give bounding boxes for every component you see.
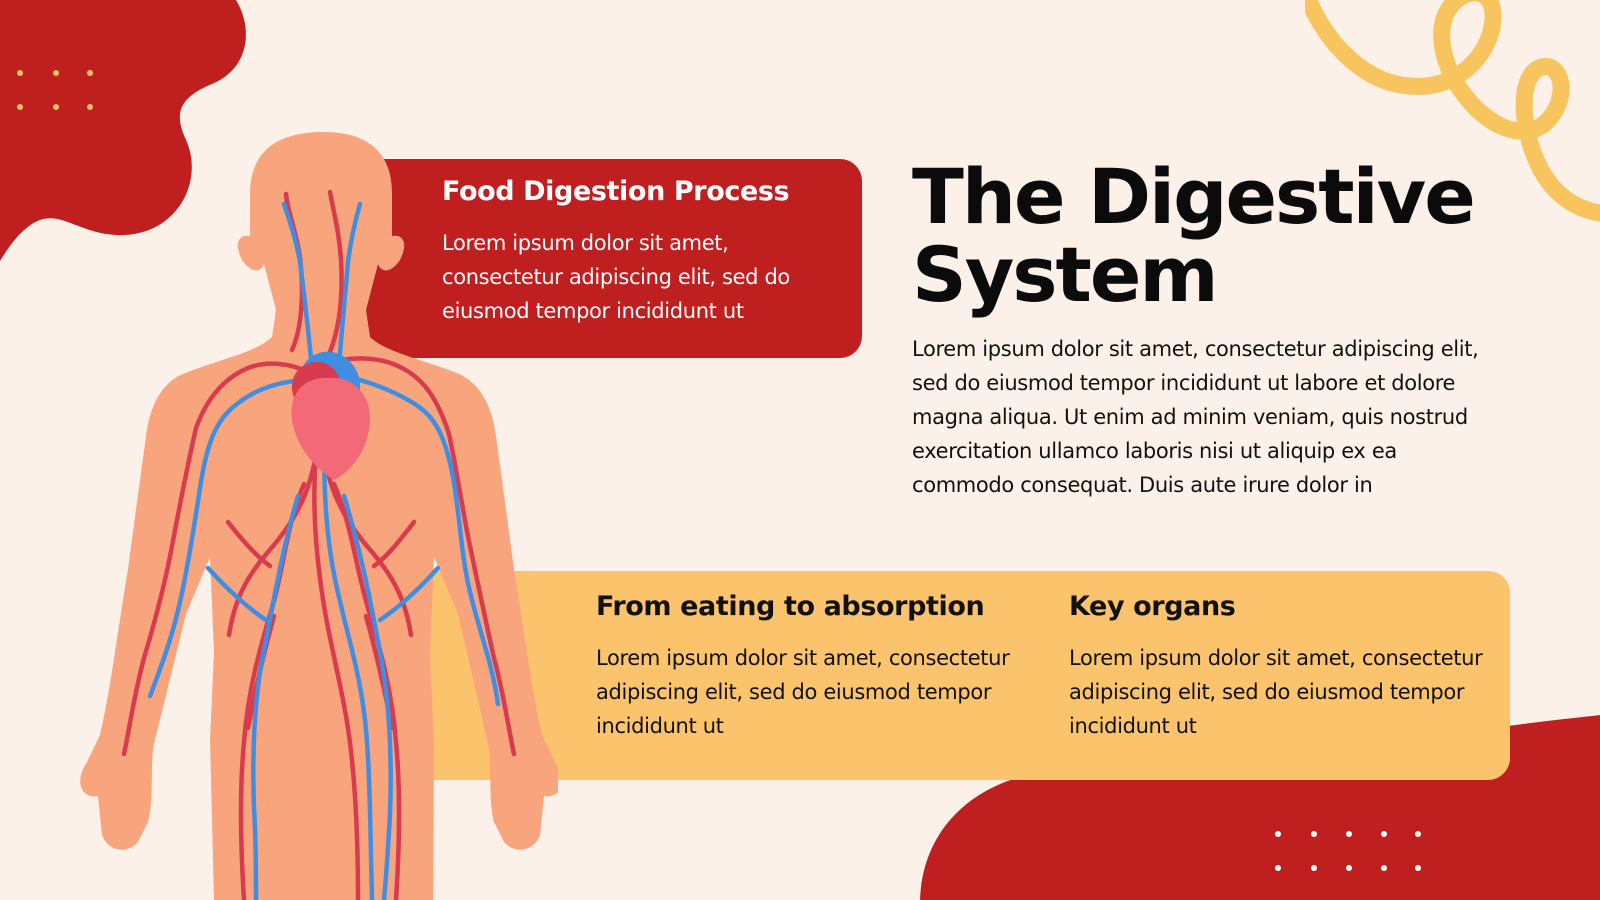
food-digestion-body: Lorem ipsum dolor sit amet, consectetur …	[442, 231, 790, 324]
top-left-dots	[17, 70, 93, 110]
food-digestion-text: Food Digestion Process Lorem ipsum dolor…	[442, 176, 846, 328]
intro-paragraph: Lorem ipsum dolor sit amet, consectetur …	[912, 337, 1479, 497]
top-right-yellow-swirl	[1305, 0, 1600, 222]
page-title: The Digestive System	[912, 152, 1476, 319]
veins	[147, 201, 501, 900]
food-digestion-card	[352, 159, 862, 358]
info-column-heading: From eating to absorption	[596, 591, 985, 622]
info-column-key-organs: Key organs Lorem ipsum dolor sit amet, c…	[1069, 591, 1499, 743]
bottom-right-dots	[1275, 831, 1421, 871]
info-column-heading: Key organs	[1069, 591, 1236, 622]
info-column-body: Lorem ipsum dolor sit amet, consectetur …	[596, 646, 1010, 739]
info-panel	[412, 571, 1510, 780]
body-silhouette	[80, 132, 558, 900]
arteries	[121, 189, 517, 900]
food-digestion-heading: Food Digestion Process	[442, 176, 790, 207]
top-left-red-blob	[0, 0, 246, 261]
info-column-eating-absorption: From eating to absorption Lorem ipsum do…	[596, 591, 1026, 743]
info-column-body: Lorem ipsum dolor sit amet, consectetur …	[1069, 646, 1483, 739]
heart-icon	[291, 351, 370, 480]
human-circulatory-illustration	[80, 132, 558, 900]
